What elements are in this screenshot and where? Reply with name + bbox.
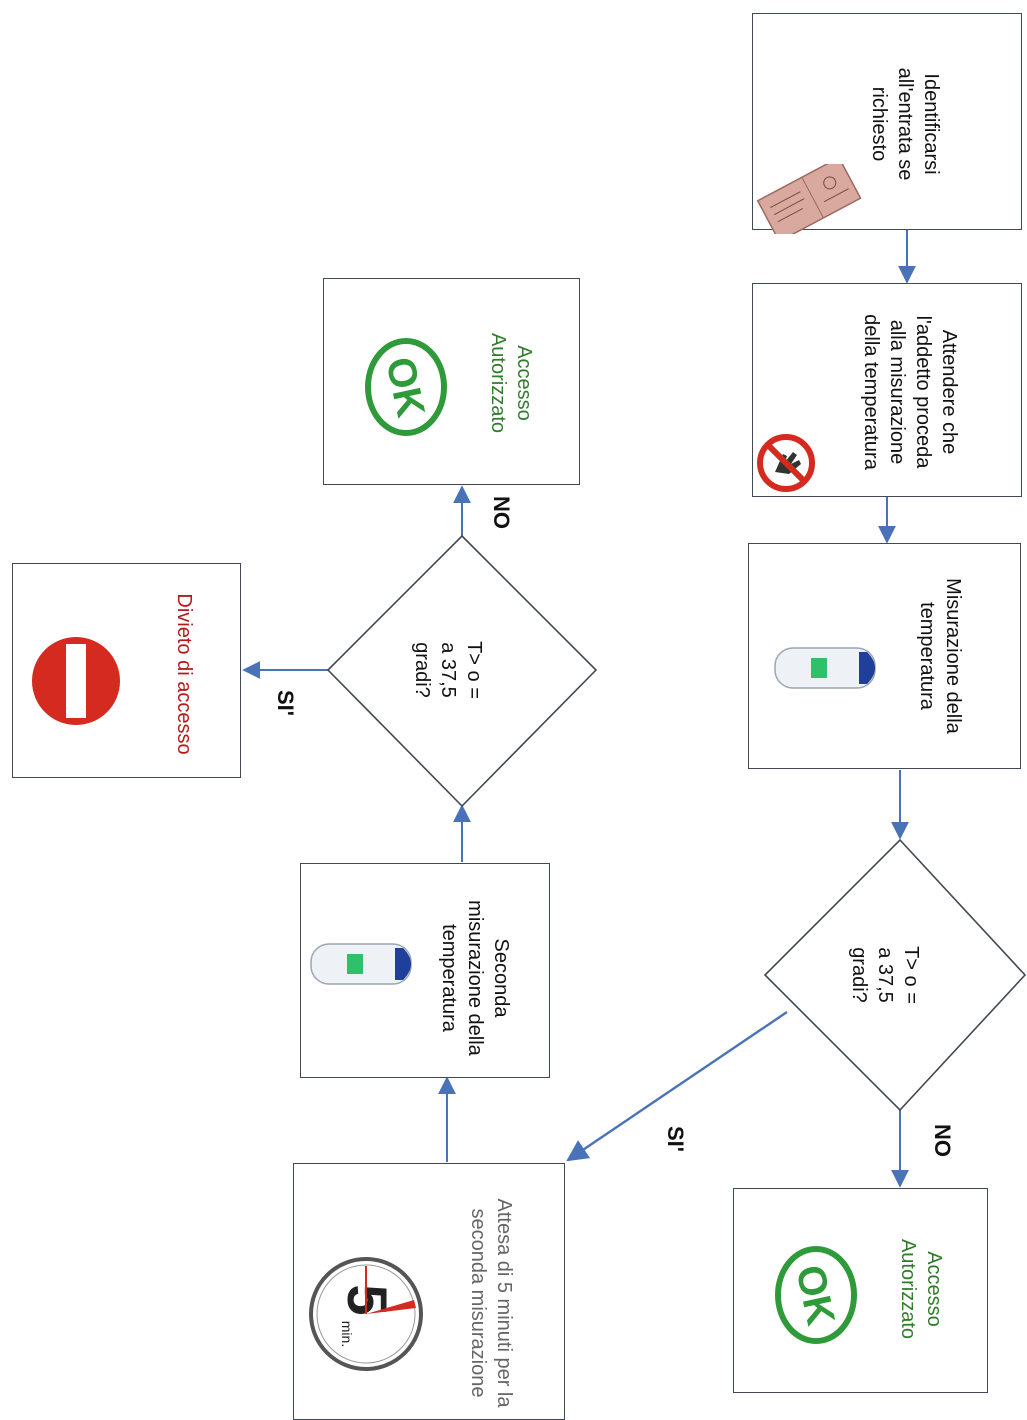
decision2-no-label: NO xyxy=(489,496,514,529)
id-card-icon xyxy=(756,164,862,234)
decision2-si-label: SI' xyxy=(273,690,298,717)
step-measure-text: Misurazione della temperatura xyxy=(916,578,964,734)
step-access-ok-1-text: Accesso Autorizzato xyxy=(897,1238,945,1340)
timer-unit: min. xyxy=(339,1321,355,1347)
decision2-text: T> o = a 37,5 gradi? xyxy=(411,641,485,699)
decision1-si-label: SI' xyxy=(663,1126,688,1153)
thermometer-icon xyxy=(774,647,876,689)
ok-stamp-2-icon: OK xyxy=(365,338,447,436)
step-wait5-box: 5 min. Attesa di 5 minuti per la seconda… xyxy=(293,1163,565,1420)
step-wait5-text: Attesa di 5 minuti per la seconda misura… xyxy=(467,1198,515,1408)
step-access-ok-1-box: OK Accesso Autorizzato xyxy=(733,1188,988,1393)
step-measure-box: Misurazione della temperatura xyxy=(748,543,1021,769)
ok-stamp-text: OK xyxy=(787,1261,843,1329)
thermometer-2-icon xyxy=(310,943,412,985)
step-identify-box: Identificarsi all'entrata se richiesto xyxy=(752,13,1022,234)
decision1-text: T> o = a 37,5 gradi? xyxy=(848,946,922,1004)
ok-stamp-icon: OK xyxy=(775,1246,857,1344)
step-access-ok-2-text: Accesso Autorizzato xyxy=(487,332,535,434)
step-denied-box: Divieto di accesso xyxy=(12,563,241,778)
step-wait-staff-box: Attendere che l'addetto proceda alla mis… xyxy=(752,283,1022,497)
ok-stamp-2-text: OK xyxy=(377,353,433,421)
arrow-decision1-si xyxy=(566,1011,788,1162)
step-wait-staff-text: Attendere che l'addetto proceda alla mis… xyxy=(860,314,960,470)
decision1-diamond xyxy=(763,838,1027,1112)
timer-icon: 5 min. xyxy=(309,1257,423,1371)
no-entry-icon xyxy=(32,637,120,725)
decision1-no-label: NO xyxy=(930,1124,955,1157)
step-measure2-text: Seconda misurazione della temperatura xyxy=(438,900,512,1056)
step-denied-text: Divieto di accesso xyxy=(173,593,195,755)
no-touch-icon xyxy=(757,434,815,492)
decision2-diamond xyxy=(326,534,598,808)
step-access-ok-2-box: OK Accesso Autorizzato xyxy=(323,278,580,485)
step-identify-text: Identificarsi all'entrata se richiesto xyxy=(868,67,942,181)
step-measure2-box: Seconda misurazione della temperatura xyxy=(300,863,550,1078)
